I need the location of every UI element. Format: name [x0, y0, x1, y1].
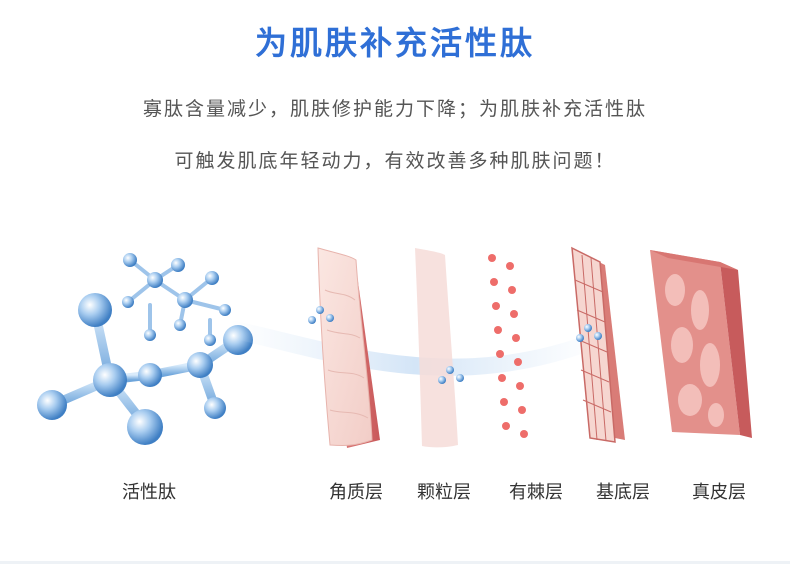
label-stratum-granulosum: 颗粒层 [417, 482, 471, 503]
small-molecule-icon [308, 306, 602, 384]
label-peptide: 活性肽 [122, 482, 176, 503]
description-line-2: 可触发肌底年轻动力，有效改善多种肌肤问题！ [174, 150, 616, 172]
stratum-spinosum-image [488, 254, 528, 438]
skin-layer-illustration [37, 246, 752, 448]
dermis-image [650, 250, 752, 438]
bottom-divider [0, 561, 790, 564]
label-stratum-corneum: 角质层 [329, 482, 383, 503]
label-stratum-spinosum: 有棘层 [509, 482, 563, 503]
label-stratum-basale: 基底层 [596, 482, 650, 503]
label-dermis: 真皮层 [692, 482, 746, 503]
page-title: 为肌肤补充活性肽 [254, 24, 535, 62]
peptide-molecule-icon [37, 253, 253, 445]
description-line-1: 寡肽含量减少，肌肤修护能力下降；为肌肤补充活性肽 [142, 98, 647, 120]
stratum-granulosum-image [415, 248, 458, 448]
stratum-corneum-image [317, 247, 380, 448]
stratum-basale-image [571, 246, 625, 443]
penetration-stream [230, 320, 600, 376]
